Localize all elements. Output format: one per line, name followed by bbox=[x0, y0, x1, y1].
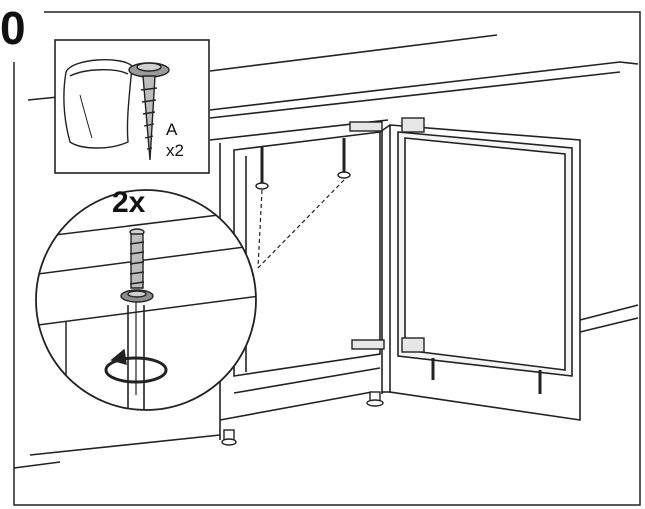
part-letter: A bbox=[166, 120, 178, 139]
screw-icon bbox=[120, 228, 154, 303]
step-number: 0 bbox=[0, 2, 26, 54]
screw-icon bbox=[128, 62, 170, 161]
door-hinges bbox=[349, 117, 425, 353]
screw-icon bbox=[337, 138, 351, 179]
diagram-frame bbox=[13, 11, 641, 506]
appliance-door bbox=[379, 124, 581, 421]
screw-icon bbox=[255, 146, 269, 190]
screw-bag-icon bbox=[63, 59, 133, 149]
zoom-quantity-label: 2x bbox=[112, 186, 146, 219]
cabinet-feet bbox=[221, 391, 384, 446]
part-quantity: x2 bbox=[166, 141, 184, 160]
projection-lines bbox=[257, 179, 345, 269]
mounting-screws bbox=[255, 138, 351, 190]
parts-box: A x2 bbox=[54, 39, 210, 174]
screwdriver-icon bbox=[127, 300, 145, 410]
zoom-detail: 2x bbox=[35, 186, 257, 411]
